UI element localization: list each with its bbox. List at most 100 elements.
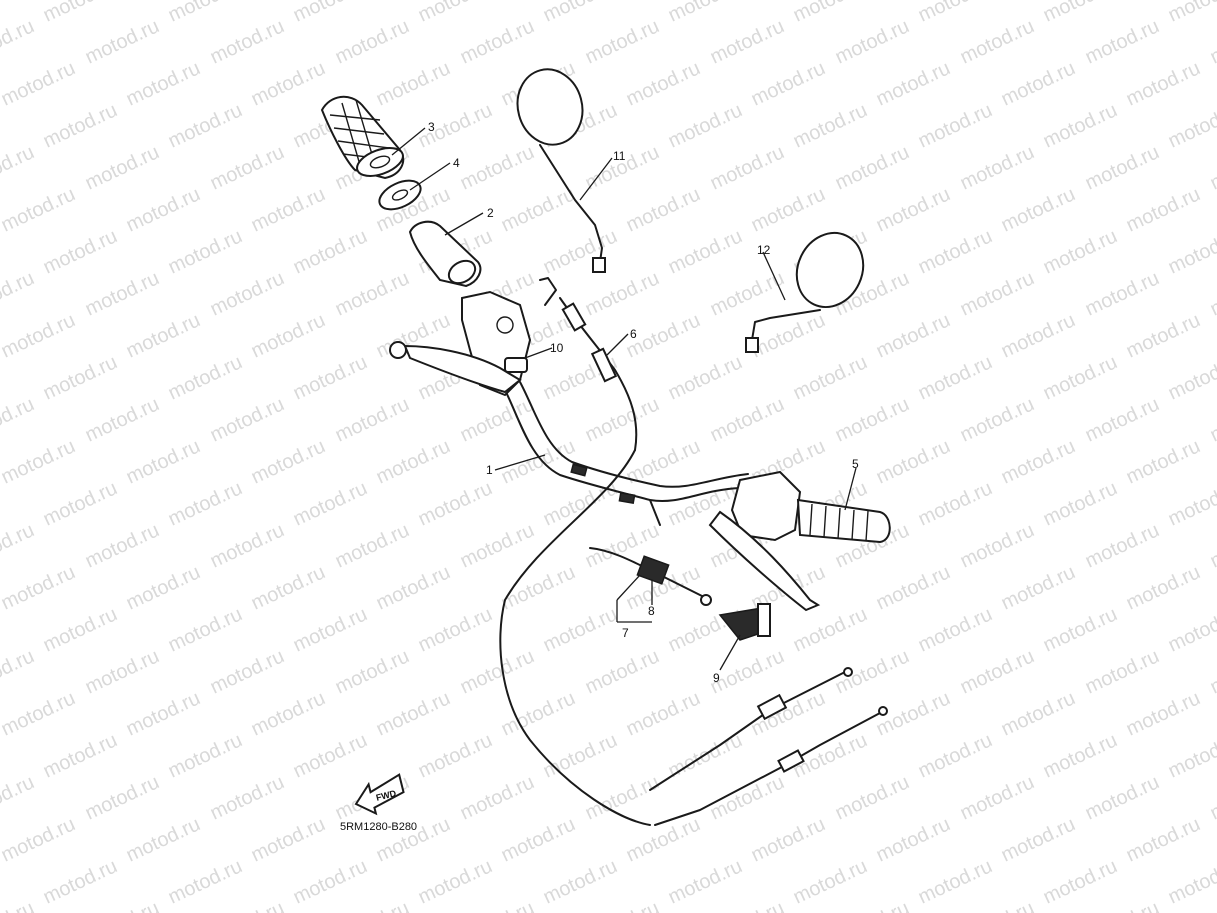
watermark-text: motod.ru [748,687,829,740]
watermark-text: motod.ru [415,603,496,656]
callout-12: 12 [757,243,771,257]
watermark-text: motod.ru [498,813,579,866]
watermark-text: motod.ru [1040,855,1121,908]
watermark-text: motod.ru [582,645,663,698]
part-brake-lever [389,341,522,394]
watermark-text: motod.ru [1082,267,1163,320]
watermark-text: motod.ru [582,267,663,320]
watermark-text: motod.ru [415,99,496,152]
watermark-text: motod.ru [248,561,329,614]
watermark-text: motod.ru [248,435,329,488]
watermark-text: motod.ru [957,267,1038,320]
watermark-text: motod.ru [207,771,288,824]
watermark-text: motod.ru [1040,729,1121,782]
part-cable-8 [589,547,712,606]
watermark-text: motod.ru [165,99,246,152]
watermark-text: motod.ru [82,15,163,68]
callout-2: 2 [487,206,494,220]
watermark-text: motod.ru [290,855,371,908]
watermark-text: motod.ru [457,393,538,446]
watermark-text: motod.ru [873,309,954,362]
watermark-text: motod.ru [415,729,496,782]
callout-8: 8 [648,604,655,618]
callout-6: 6 [630,327,637,341]
watermark-text: motod.ru [123,183,204,236]
watermark-text: motod.ru [457,771,538,824]
watermark-text: motod.ru [1207,771,1217,824]
watermark-text: motod.ru [748,309,829,362]
watermark-text: motod.ru [290,0,371,27]
watermark-text: motod.ru [373,435,454,488]
watermark-text: motod.ru [1165,0,1217,27]
watermark-text: motod.ru [1165,729,1217,782]
watermark-text: motod.ru [790,0,871,27]
callouts: 1 2 3 4 5 6 7 8 9 10 11 12 [428,120,859,685]
watermark-text: motod.ru [873,561,954,614]
watermark-text: motod.ru [415,0,496,27]
watermark-text: motod.ru [998,309,1079,362]
watermark-text: motod.ru [665,0,746,27]
watermark-text: motod.ru [207,393,288,446]
watermark-text: motod.ru [0,897,38,913]
watermark-text: motod.ru [82,897,163,913]
watermark-text: motod.ru [1165,225,1217,278]
watermark-text: motod.ru [665,225,746,278]
watermark-text: motod.ru [1040,225,1121,278]
watermark-text: motod.ru [332,15,413,68]
watermark-text: motod.ru [1082,645,1163,698]
watermark-text: motod.ru [957,771,1038,824]
watermark-text: motod.ru [1082,15,1163,68]
watermark-text: motod.ru [832,141,913,194]
watermark-text: motod.ru [0,15,38,68]
watermark-text: motod.ru [665,99,746,152]
watermark-text: motod.ru [790,351,871,404]
watermark-text: motod.ru [1040,603,1121,656]
watermark-text: motod.ru [498,183,579,236]
watermark-text: motod.ru [540,729,621,782]
part-mirror-left-12 [745,232,865,353]
watermark-text: motod.ru [1123,183,1204,236]
part-washer [378,179,422,211]
part-handlebar [504,381,749,526]
watermark-text: motod.ru [1040,351,1121,404]
watermark-text: motod.ru [998,57,1079,110]
watermark-text: motod.ru [290,477,371,530]
watermark-text: motod.ru [1207,393,1217,446]
watermark-text: motod.ru [873,435,954,488]
watermark-text: motod.ru [957,15,1038,68]
watermark-text: motod.ru [0,309,79,362]
watermark-text: motod.ru [1040,0,1121,27]
watermark-text: motod.ru [373,561,454,614]
watermark-text: motod.ru [1165,603,1217,656]
watermark-text: motod.ru [915,351,996,404]
watermark-text: motod.ru [248,309,329,362]
watermark-text: motod.ru [82,771,163,824]
watermark-text: motod.ru [290,351,371,404]
watermark-text: motod.ru [998,813,1079,866]
watermark-text: motod.ru [1082,897,1163,913]
watermark-text: motod.ru [1123,687,1204,740]
watermark-text: motod.ru [1207,141,1217,194]
watermark-text: motod.ru [332,645,413,698]
watermark-text: motod.ru [790,99,871,152]
watermark-text: motod.ru [0,561,79,614]
watermark-text: motod.ru [540,603,621,656]
callout-10: 10 [550,341,564,355]
watermark-text: motod.ru [165,0,246,27]
watermark-text: motod.ru [832,15,913,68]
watermark-text: motod.ru [207,645,288,698]
callout-3: 3 [428,120,435,134]
watermark-text: motod.ru [915,225,996,278]
part-boot-9 [718,603,771,641]
watermark-text: motod.ru [165,603,246,656]
watermark-text: motod.ru [82,645,163,698]
watermark-text: motod.ru [915,477,996,530]
watermark-text: motod.ru [0,519,38,572]
watermark-text: motod.ru [915,603,996,656]
callout-4: 4 [453,156,460,170]
watermark-text: motod.ru [0,435,79,488]
watermark-text: motod.ru [0,183,79,236]
watermark-text: motod.ru [1207,897,1217,913]
watermark-text: motod.ru [957,897,1038,913]
